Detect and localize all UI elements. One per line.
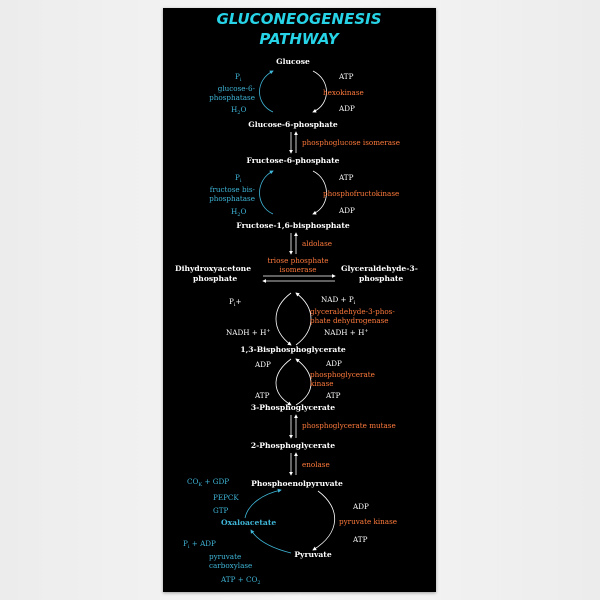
metabolite-pyruvate: Pyruvate: [294, 550, 331, 559]
metabolite-pg2: 2-Phosphoglycerate: [251, 441, 335, 450]
pepck-co2-gdp: COK + GDP: [187, 477, 229, 488]
gapdh-nad-pi: NAD + Pi: [321, 295, 356, 306]
enzyme-pc-2: carboxylase: [209, 561, 252, 570]
pk-adp: ADP: [352, 502, 369, 511]
fbpase-arrow: [259, 170, 274, 215]
enzyme-tpi-1: triose phosphate: [267, 256, 328, 265]
enzyme-gapdh-2: phate dehydrogenase: [310, 316, 389, 325]
pfk-atp: ATP: [338, 173, 354, 182]
gapdh-nadh-left: NADH + H+: [226, 328, 271, 337]
pgk-adp-right: ADP: [325, 359, 342, 368]
hexokinase-adp: ADP: [338, 104, 355, 113]
pgk-arrow-right: [295, 358, 312, 406]
gapdh-arrow-right: [295, 292, 312, 346]
metabolite-glucose: Glucose: [276, 57, 310, 66]
enzyme-pfk: phosphofructokinase: [323, 189, 399, 198]
metabolite-g6p: Glucose-6-phosphate: [248, 120, 338, 129]
enzyme-tpi-2: isomerase: [279, 265, 316, 274]
metabolite-f6p: Fructose-6-phosphate: [247, 156, 340, 165]
pc-pi-adp: Pi + ADP: [183, 539, 216, 550]
pgk-atp-right: ATP: [325, 391, 341, 400]
metabolite-dhap-2: phosphate: [193, 274, 237, 283]
title-line-2: PATHWAY: [259, 30, 340, 48]
gapdh-pi-nad: Pi+: [229, 297, 241, 308]
metabolite-pg3: 3-Phosphoglycerate: [251, 403, 335, 412]
enzyme-pgi: phosphoglucose isomerase: [302, 138, 400, 147]
g6pase-label-2: phosphatase: [209, 93, 255, 102]
enzyme-pgk-2: kinase: [310, 379, 334, 388]
fbpase-pi: Pi: [235, 173, 242, 184]
gapdh-arrow-left: [275, 292, 292, 346]
metabolite-pep: Phosphoenolpyruvate: [251, 479, 343, 488]
pepck-gtp: GTP: [213, 506, 229, 515]
metabolite-gap-2: phosphate: [359, 274, 403, 283]
title-line-1: GLUCONEOGENESIS: [216, 10, 381, 28]
enzyme-pgk-1: phosphoglycerate: [310, 370, 375, 379]
metabolite-f16bp: Fructose-1,6-bisphosphate: [236, 221, 349, 230]
enzyme-pc-1: pyruvate: [209, 552, 241, 561]
pc-arrow: [250, 529, 292, 554]
enzyme-pgm: phosphoglycerate mutase: [302, 421, 396, 430]
poster: GLUCONEOGENESIS PATHWAY Glucose Pi gluco…: [163, 8, 436, 592]
pfk-adp: ADP: [338, 206, 355, 215]
g6pase-arrow: [259, 70, 274, 113]
pgk-adp-left: ADP: [254, 360, 271, 369]
enzyme-hexokinase: hexokinase: [323, 88, 364, 97]
pgk-atp-left: ATP: [254, 391, 270, 400]
fbpase-h2o: H2O: [231, 207, 246, 218]
gapdh-nadh-right: NADH + H+: [324, 328, 369, 337]
pk-atp: ATP: [352, 535, 368, 544]
enzyme-enolase: enolase: [302, 460, 330, 469]
fbpase-label-2: phosphatase: [209, 194, 255, 203]
metabolite-dhap-1: Dihydroxyacetone: [175, 264, 251, 273]
enzyme-gapdh-1: glyceraldehyde-3-phos-: [310, 307, 395, 316]
g6pase-h2o: H2O: [231, 105, 246, 116]
g6pase-label-1: glucose-6-: [218, 84, 256, 93]
enzyme-pepck: PEPCK: [213, 493, 239, 502]
enzyme-aldolase: aldolase: [302, 239, 332, 248]
metabolite-bpg13: 1,3-Bisphosphoglycerate: [240, 345, 345, 354]
hexokinase-atp: ATP: [338, 72, 354, 81]
pfk-arrow: [312, 170, 327, 215]
hexokinase-arrow: [312, 70, 327, 113]
pepck-arrow: [244, 488, 282, 519]
pc-atp-co2: ATP + CO2: [220, 575, 261, 586]
metabolite-gap-1: Glyceraldehyde-3-: [341, 264, 418, 273]
enzyme-pk: pyruvate kinase: [339, 517, 397, 526]
metabolite-oaa: Oxaloacetate: [221, 518, 276, 527]
fbpase-label-1: fructose bis-: [210, 185, 256, 194]
pk-arrow: [312, 490, 336, 551]
pgk-arrow-left: [275, 358, 292, 406]
pathway-diagram: GLUCONEOGENESIS PATHWAY Glucose Pi gluco…: [175, 10, 418, 586]
g6pase-pi: Pi: [235, 72, 242, 83]
